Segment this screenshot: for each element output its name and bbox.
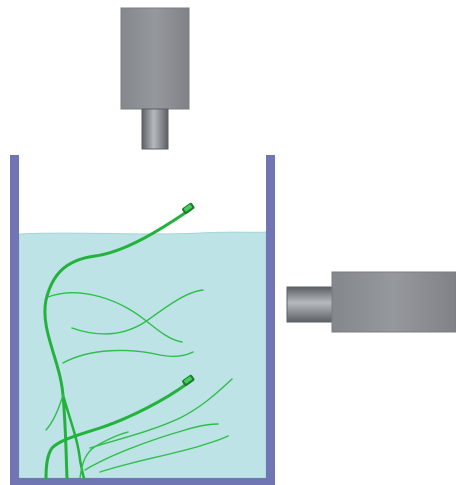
fiber-thin-2 bbox=[71, 289, 204, 335]
fiber-tip-upper bbox=[182, 202, 195, 214]
fiber-thin-4 bbox=[89, 378, 233, 449]
fiber-strands bbox=[43, 202, 233, 480]
fiber-thin-6 bbox=[99, 435, 229, 473]
side-camera-body bbox=[331, 271, 456, 333]
top-camera-lens bbox=[141, 108, 169, 150]
container-bottom bbox=[10, 478, 275, 485]
fiber-thin-3 bbox=[62, 349, 194, 364]
fiber-main-upper bbox=[43, 209, 190, 480]
side-camera-icon bbox=[286, 271, 456, 333]
fiber-thin-5 bbox=[84, 423, 219, 471]
fiber-tip-lower bbox=[182, 374, 195, 386]
container-left-wall bbox=[10, 155, 19, 485]
top-camera-body bbox=[120, 7, 190, 110]
fiber-thin-7 bbox=[79, 431, 129, 479]
liquid-body bbox=[18, 231, 267, 479]
fiber-thin-8 bbox=[45, 394, 64, 431]
side-camera-lens bbox=[286, 286, 334, 323]
fiber-thin-1 bbox=[47, 292, 183, 343]
liquid-container bbox=[10, 155, 275, 485]
top-camera-icon bbox=[120, 7, 190, 150]
fiber-main-stem bbox=[61, 393, 86, 480]
container-right-wall bbox=[266, 155, 275, 485]
